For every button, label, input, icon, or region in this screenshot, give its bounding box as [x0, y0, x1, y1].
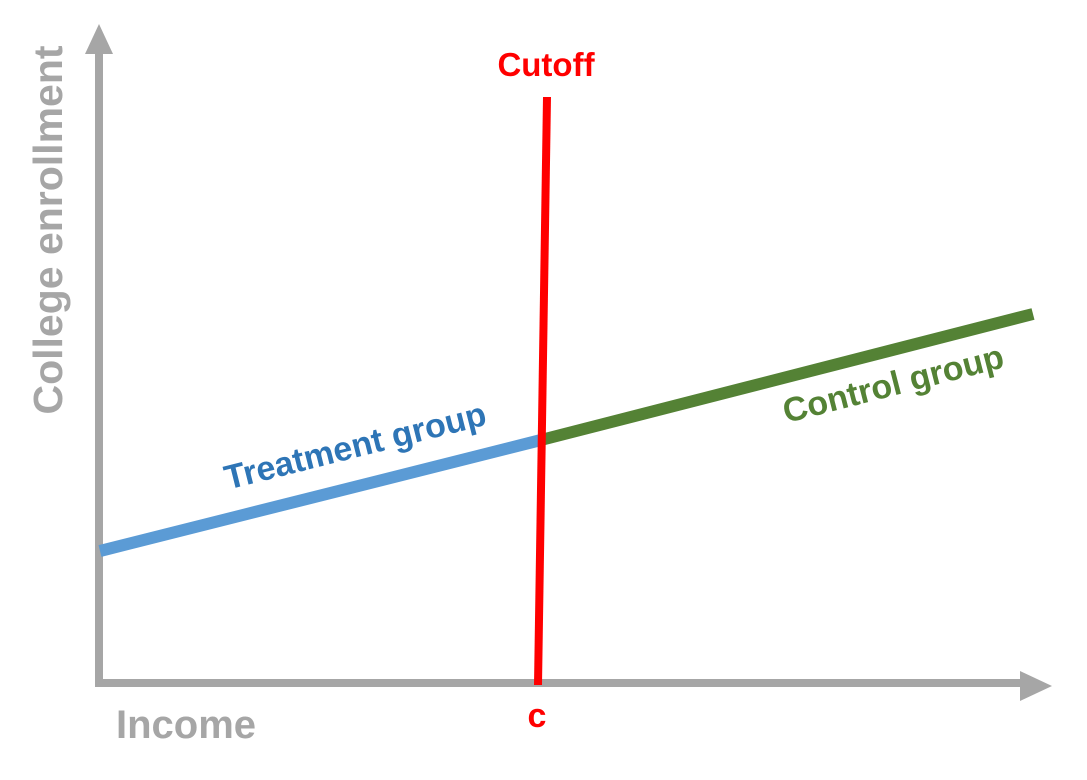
y-axis-label: College enrollment: [25, 45, 71, 414]
y-axis-arrowhead: [85, 24, 113, 54]
cutoff-tick-label: c: [528, 697, 547, 735]
cutoff-line: [534, 96, 551, 686]
control-group-line: [539, 308, 1035, 446]
treatment-group-line: [98, 434, 543, 557]
x-axis-label: Income: [116, 703, 256, 747]
x-axis-arrowhead: [1020, 671, 1052, 701]
cutoff-label: Cutoff: [497, 46, 595, 83]
